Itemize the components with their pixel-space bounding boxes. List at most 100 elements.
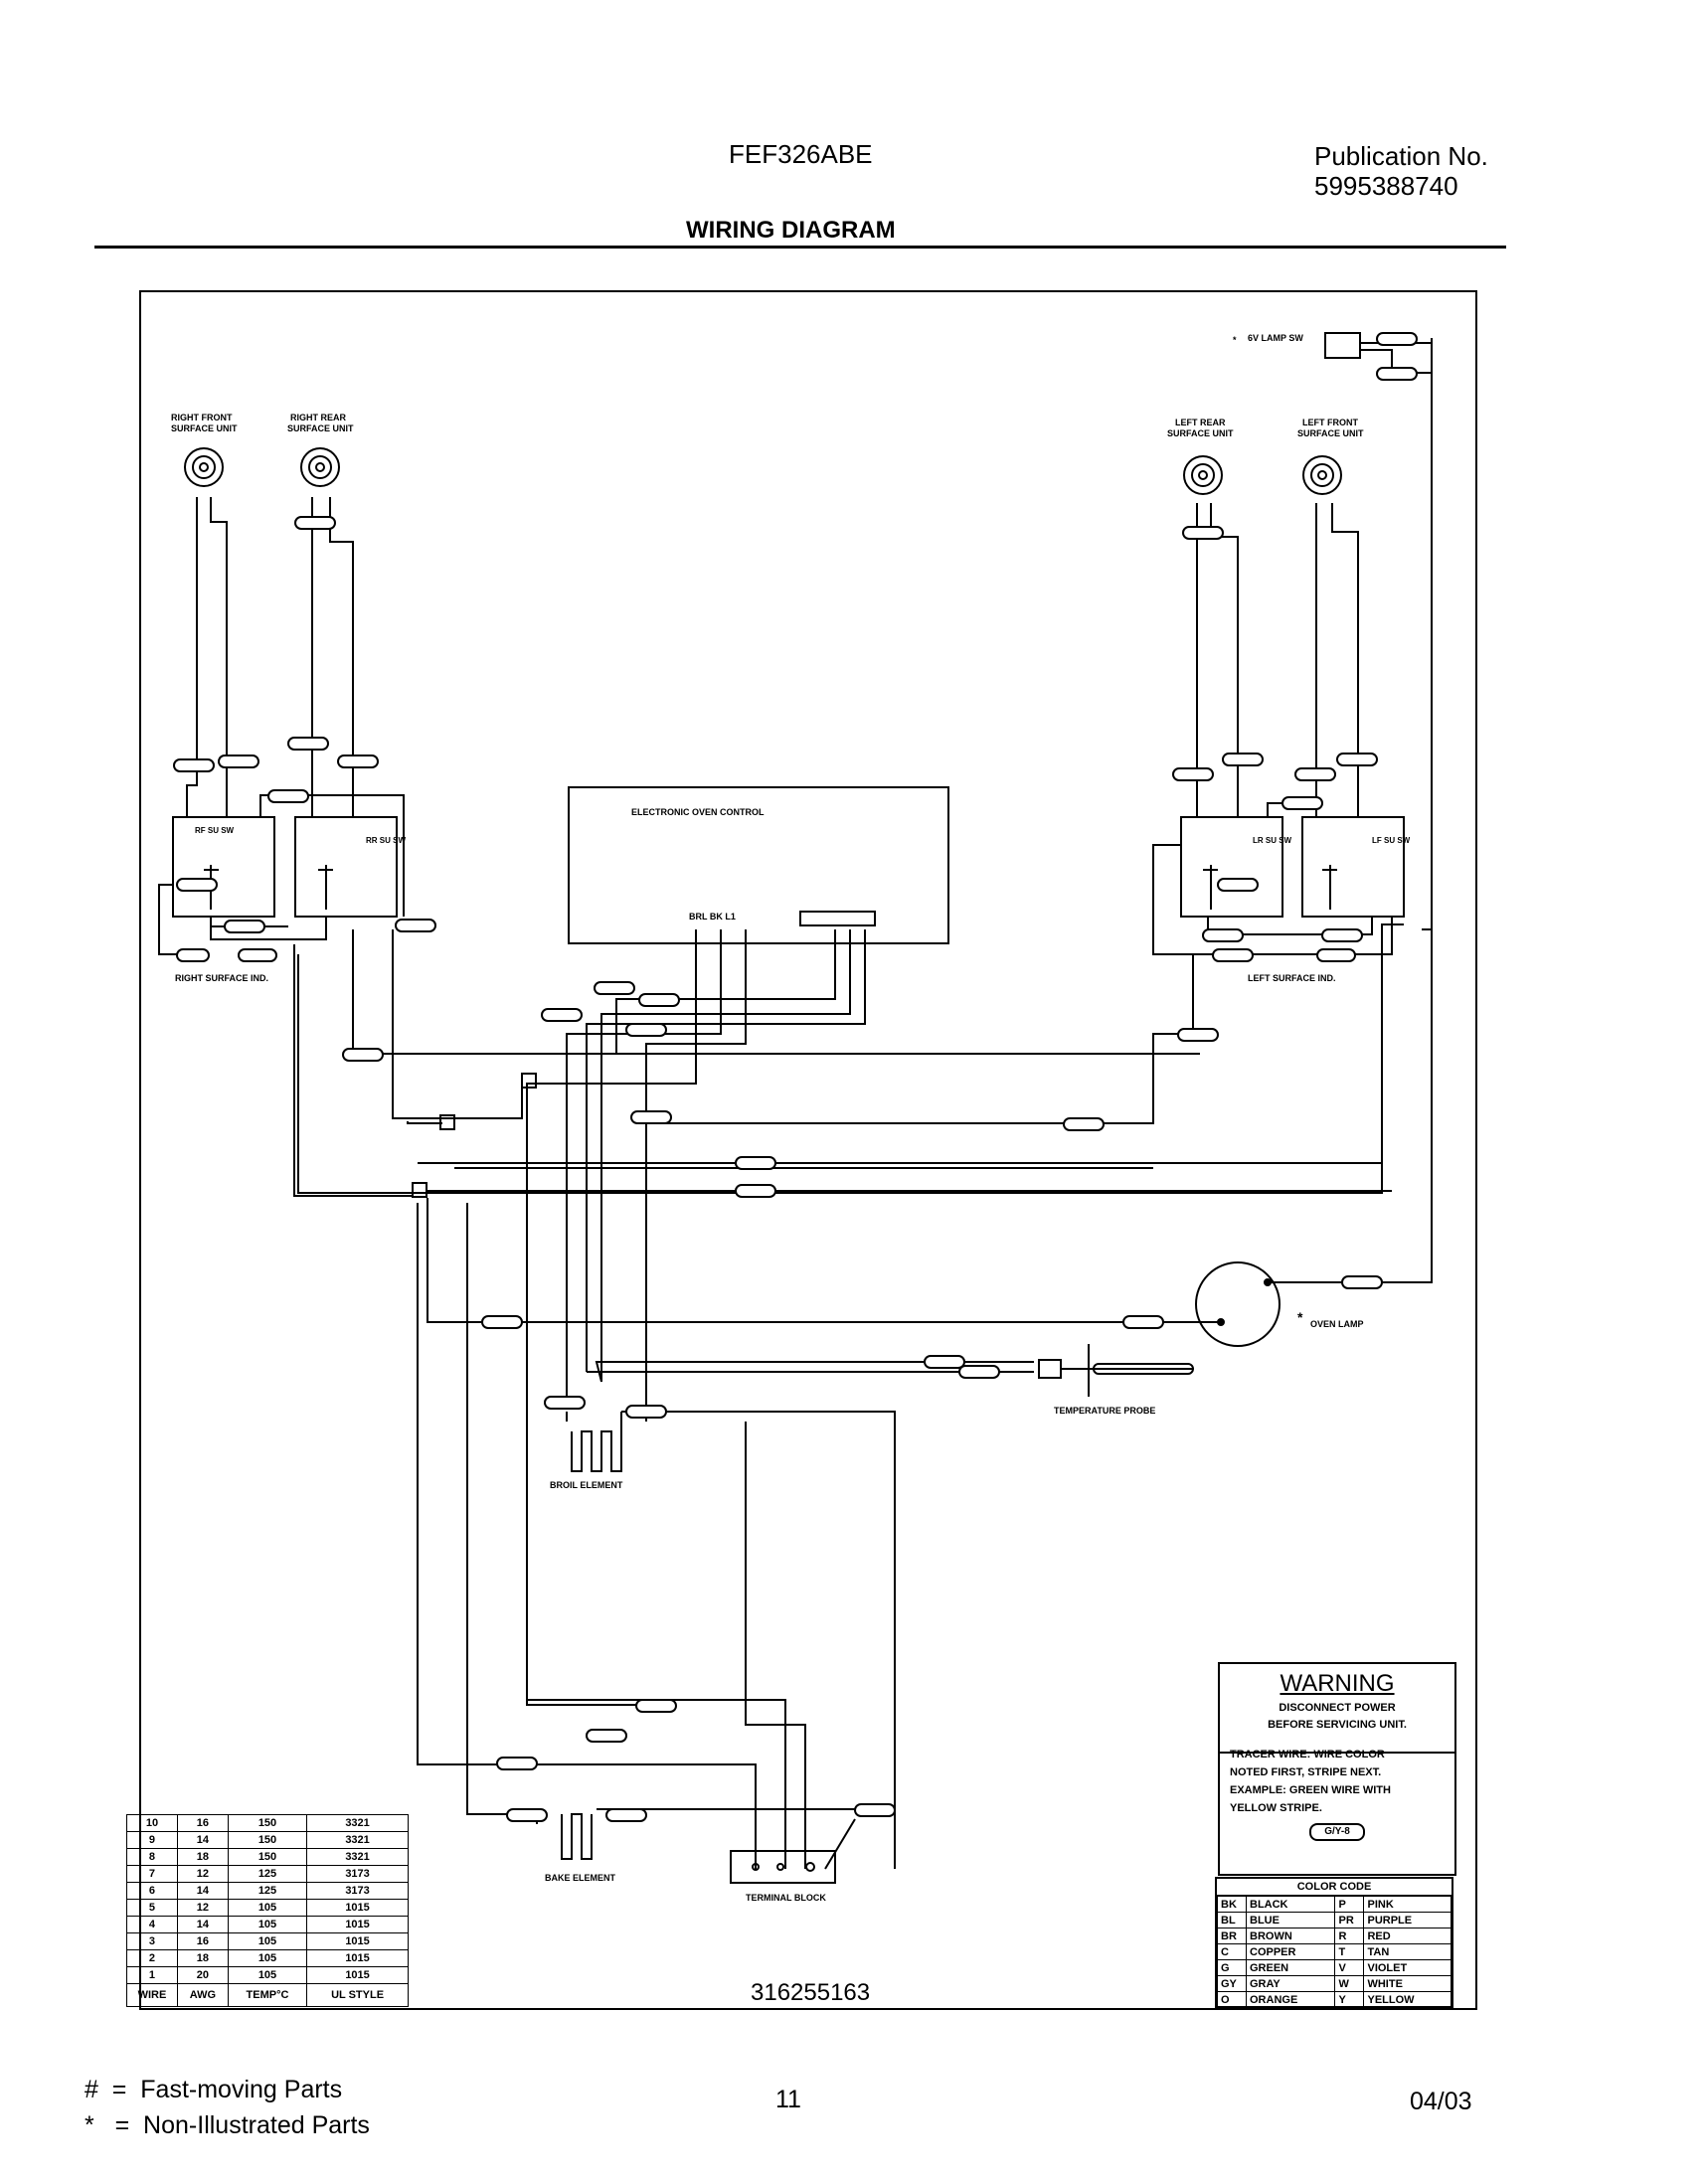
color-code-cell: ORANGE	[1245, 1991, 1336, 2008]
publication-number: 5995388740	[1314, 171, 1458, 201]
wire-table-cell: 5	[126, 1899, 178, 1917]
bake-element-icon	[561, 1813, 593, 1860]
wire-table-cell: 2	[126, 1949, 178, 1967]
rf-switch-label: RF SU SW	[195, 826, 235, 835]
rr-switch-box	[294, 816, 398, 918]
broil-element-label: BROIL ELEMENT	[550, 1480, 623, 1490]
wire-table-cell: 3321	[306, 1831, 409, 1849]
oven-lamp-label: OVEN LAMP	[1310, 1319, 1364, 1329]
wire-table-cell: 1015	[306, 1966, 409, 1984]
wire-table-cell: 3173	[306, 1865, 409, 1883]
wire-table-cell: 1015	[306, 1949, 409, 1967]
right-rear-label-1: RIGHT REAR	[290, 413, 347, 422]
color-code-cell: YELLOW	[1363, 1991, 1452, 2008]
wire-table-header: WIRE	[126, 1983, 178, 2007]
left-front-label-1: LEFT FRONT	[1302, 418, 1358, 427]
wire-table-cell: 18	[176, 1949, 229, 1967]
left-surface-ind-label: LEFT SURFACE IND.	[1248, 973, 1336, 983]
left-front-coil-icon	[1302, 455, 1342, 495]
rr-switch-label: RR SU SW	[366, 836, 406, 845]
lr-switch-box	[1180, 816, 1283, 918]
wire-table-cell: 105	[227, 1966, 308, 1984]
right-rear-label-2: SURFACE UNIT	[287, 423, 354, 433]
color-code-cell: O	[1217, 1991, 1247, 2008]
wire-table-cell: 150	[227, 1831, 308, 1849]
color-code-cell: GRAY	[1245, 1975, 1336, 1992]
color-code-cell: WHITE	[1363, 1975, 1452, 1992]
wire-table-cell: 150	[227, 1814, 308, 1832]
wire-table-cell: 14	[176, 1916, 229, 1933]
color-code-cell: Y	[1334, 1991, 1365, 2008]
lf-switch-box	[1301, 816, 1405, 918]
wire-table-cell: 12	[176, 1899, 229, 1917]
example-line-1: EXAMPLE: GREEN WIRE WITH	[1230, 1784, 1391, 1796]
wire-table-header: TEMP°C	[227, 1983, 308, 2007]
left-rear-coil-icon	[1183, 455, 1223, 495]
warning-title: WARNING	[1280, 1670, 1395, 1697]
color-code-cell: PINK	[1363, 1896, 1452, 1913]
color-code-cell: BR	[1217, 1928, 1247, 1944]
wire-table-cell: 9	[126, 1831, 178, 1849]
color-code-cell: GY	[1217, 1975, 1247, 1992]
terminal-block-icon	[730, 1850, 836, 1884]
color-code-cell: PR	[1334, 1912, 1365, 1928]
color-code-cell: C	[1217, 1943, 1247, 1960]
color-code-cell: V	[1334, 1959, 1365, 1976]
broil-element-icon	[566, 1412, 622, 1472]
color-code-cell: BK	[1217, 1896, 1247, 1913]
wire-table-cell: 14	[176, 1882, 229, 1900]
wire-table-cell: 18	[176, 1848, 229, 1866]
wire-table-cell: 10	[126, 1814, 178, 1832]
wire-table-cell: 8	[126, 1848, 178, 1866]
wire-table-cell: 105	[227, 1916, 308, 1933]
wire-table-cell: 125	[227, 1882, 308, 1900]
wire-table-cell: 3321	[306, 1814, 409, 1832]
wire-table-cell: 16	[176, 1932, 229, 1950]
warning-box: WARNING DISCONNECT POWER BEFORE SERVICIN…	[1218, 1662, 1456, 1876]
diagram-title: WIRING DIAGRAM	[686, 217, 896, 244]
lf-switch-label: LF SU SW	[1372, 836, 1411, 845]
wire-table-cell: 3173	[306, 1882, 409, 1900]
color-code-cell: W	[1334, 1975, 1365, 1992]
lamp-switch-label: 6V LAMP SW	[1248, 333, 1303, 343]
right-front-label-1: RIGHT FRONT	[171, 413, 233, 422]
wire-table-cell: 105	[227, 1899, 308, 1917]
publication-label: Publication No.	[1314, 141, 1488, 171]
oven-lamp-icon	[1195, 1261, 1281, 1347]
color-code-cell: VIOLET	[1363, 1959, 1452, 1976]
tracer-line-2: NOTED FIRST, STRIPE NEXT.	[1230, 1766, 1382, 1778]
wire-table-cell: 1015	[306, 1916, 409, 1933]
color-code-cell: BROWN	[1245, 1928, 1336, 1944]
wire-table-cell: 20	[176, 1966, 229, 1984]
wire-table-cell: 16	[176, 1814, 229, 1832]
diagram-frame	[139, 290, 1477, 2010]
wire-table-cell: 1	[126, 1966, 178, 1984]
warning-line-1: DISCONNECT POWER	[1279, 1702, 1396, 1714]
svg-text:*: *	[1233, 335, 1237, 345]
color-code-cell: BLACK	[1245, 1896, 1336, 1913]
color-code-cell: BL	[1217, 1912, 1247, 1928]
publication-date: 04/03	[1410, 2088, 1472, 2115]
header-rule	[94, 246, 1506, 249]
bake-element-label: BAKE ELEMENT	[545, 1873, 616, 1883]
example-wire-tag: G/Y-8	[1309, 1823, 1365, 1841]
wire-table-header: UL STYLE	[306, 1983, 409, 2007]
wire-table-cell: 3321	[306, 1848, 409, 1866]
wire-table-cell: 105	[227, 1949, 308, 1967]
right-rear-coil-icon	[300, 447, 340, 487]
wire-table-cell: 150	[227, 1848, 308, 1866]
right-front-label-2: SURFACE UNIT	[171, 423, 238, 433]
rf-switch-box	[172, 816, 275, 918]
